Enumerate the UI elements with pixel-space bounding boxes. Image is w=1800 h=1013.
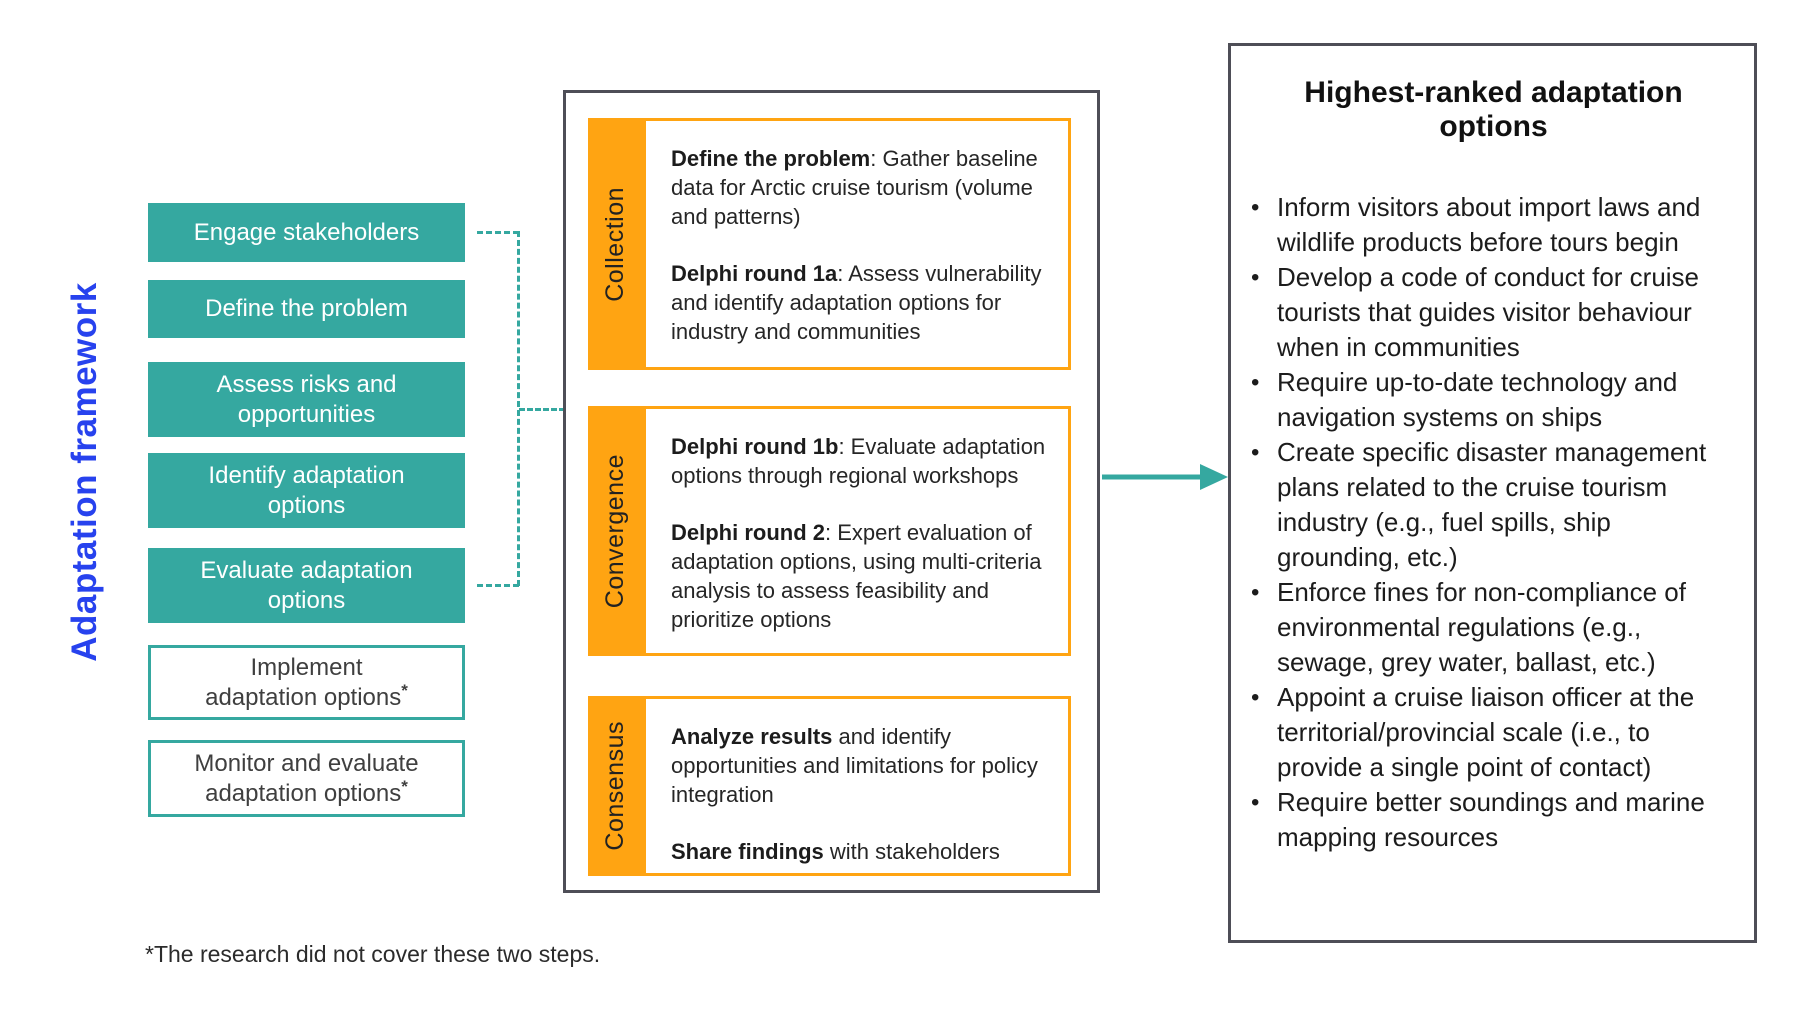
result-text: Create specific disaster management plan…: [1277, 437, 1707, 572]
stage-label: Collection: [601, 186, 629, 302]
stage-consensus: Consensus Analyze results and identify o…: [588, 696, 1071, 876]
flow-arrow-icon: [1102, 464, 1228, 490]
step-label: Identify adaptation options: [208, 461, 405, 519]
step-evaluate-options: Evaluate adaptation options: [148, 548, 465, 623]
stage-item-lead: Delphi round 1a: [671, 261, 838, 286]
stage-item: Delphi round 1a: Assess vulnerability an…: [671, 259, 1046, 346]
stage-item-lead: Share findings: [671, 839, 824, 864]
result-item: • Require better soundings and marine map…: [1251, 785, 1736, 855]
result-text: Require up-to-date technology and naviga…: [1277, 367, 1678, 432]
step-label: Evaluate adaptation options: [200, 556, 413, 614]
result-text: Inform visitors about import laws and wi…: [1277, 192, 1701, 257]
results-title: Highest-ranked adaptation options: [1304, 76, 1683, 143]
result-item: • Require up-to-date technology and navig…: [1251, 365, 1736, 435]
stage-collection-content: Define the problem: Gather baseline data…: [643, 118, 1071, 370]
step-label: Engage stakeholders: [193, 218, 420, 246]
stage-collection-band: Collection: [588, 118, 643, 370]
result-text: Enforce fines for non-compliance of envi…: [1277, 577, 1686, 677]
stage-collection: Collection Define the problem: Gather ba…: [588, 118, 1071, 370]
step-assess-risks: Assess risks and opportunities: [148, 362, 465, 437]
bullet-dot: •: [1251, 439, 1260, 466]
bullet-dot: •: [1251, 264, 1260, 291]
delphi-process-box: Collection Define the problem: Gather ba…: [563, 90, 1100, 893]
step-label: Assess risks and opportunities: [216, 370, 397, 428]
stage-item-lead: Define the problem: [671, 146, 871, 171]
stage-item-lead: Delphi round 2: [671, 520, 825, 545]
bullet-dot: •: [1251, 684, 1260, 711]
step-monitor-evaluate: Monitor and evaluate adaptation options*: [148, 740, 465, 817]
stage-consensus-band: Consensus: [588, 696, 643, 876]
results-panel: Highest-ranked adaptation options • Infor…: [1228, 43, 1757, 943]
stage-label: Consensus: [601, 721, 629, 851]
step-define-problem: Define the problem: [148, 280, 465, 338]
connector-bottom-stub: [477, 584, 519, 587]
asterisk-note: *: [401, 680, 408, 700]
stage-item-text: and identify opportunities and limitatio…: [671, 724, 1038, 807]
bullet-dot: •: [1251, 194, 1260, 221]
stage-convergence-band: Convergence: [588, 406, 643, 656]
stage-item: Delphi round 1b: Evaluate adaptation opt…: [671, 432, 1046, 490]
framework-title: Adaptation framework: [65, 282, 104, 662]
step-identify-options: Identify adaptation options: [148, 453, 465, 528]
connector-vertical-line: [517, 231, 520, 586]
result-item: • Appoint a cruise liaison officer at the…: [1251, 680, 1736, 785]
step-label: Implement adaptation options: [205, 653, 402, 711]
asterisk-note: *: [401, 776, 408, 796]
result-text: Develop a code of conduct for cruise tou…: [1277, 262, 1700, 362]
step-label: Monitor and evaluate adaptation options: [194, 749, 419, 807]
result-item: • Develop a code of conduct for cruise to…: [1251, 260, 1736, 365]
stage-item-text: : Evaluate adaptation options through re…: [671, 434, 1046, 488]
bullet-dot: •: [1251, 789, 1260, 816]
stage-item: Analyze results and identify opportuniti…: [671, 722, 1046, 809]
step-label: Define the problem: [205, 295, 408, 322]
stage-item-text: with stakeholders: [823, 839, 1000, 864]
bullet-dot: •: [1251, 579, 1260, 606]
connector-middle-stub: [519, 408, 565, 411]
stage-item: Delphi round 2: Expert evaluation of ada…: [671, 518, 1046, 634]
stage-item: Define the problem: Gather baseline data…: [671, 144, 1046, 231]
bullet-dot: •: [1251, 369, 1260, 396]
stage-consensus-content: Analyze results and identify opportuniti…: [643, 696, 1071, 876]
results-list: • Inform visitors about import laws and w…: [1251, 190, 1736, 855]
step-implement-options: Implement adaptation options*: [148, 645, 465, 720]
result-text: Appoint a cruise liaison officer at the …: [1277, 682, 1695, 782]
result-item: • Enforce fines for non-compliance of env…: [1251, 575, 1736, 680]
result-item: • Create specific disaster management pla…: [1251, 435, 1736, 575]
stage-item-text: : Expert evaluation of adaptation option…: [671, 520, 1042, 632]
footnote: *The research did not cover these two st…: [145, 941, 601, 967]
connector-top-stub: [477, 231, 519, 234]
stage-convergence-content: Delphi round 1b: Evaluate adaptation opt…: [643, 406, 1071, 656]
stage-item: Share findings with stakeholders: [671, 837, 1046, 866]
stage-item-lead: Analyze results: [671, 724, 833, 749]
stage-convergence: Convergence Delphi round 1b: Evaluate ad…: [588, 406, 1071, 656]
result-text: Require better soundings and marine mapp…: [1277, 787, 1705, 852]
step-engage-stakeholders: Engage stakeholders: [148, 203, 465, 262]
stage-label: Convergence: [601, 453, 629, 609]
stage-item-text: : Assess vulnerability and identify adap…: [671, 261, 1042, 344]
stage-item-lead: Delphi round 1b: [671, 434, 839, 459]
stage-item-text: : Gather baseline data for Arctic cruise…: [671, 146, 1038, 229]
result-item: • Inform visitors about import laws and w…: [1251, 190, 1736, 260]
